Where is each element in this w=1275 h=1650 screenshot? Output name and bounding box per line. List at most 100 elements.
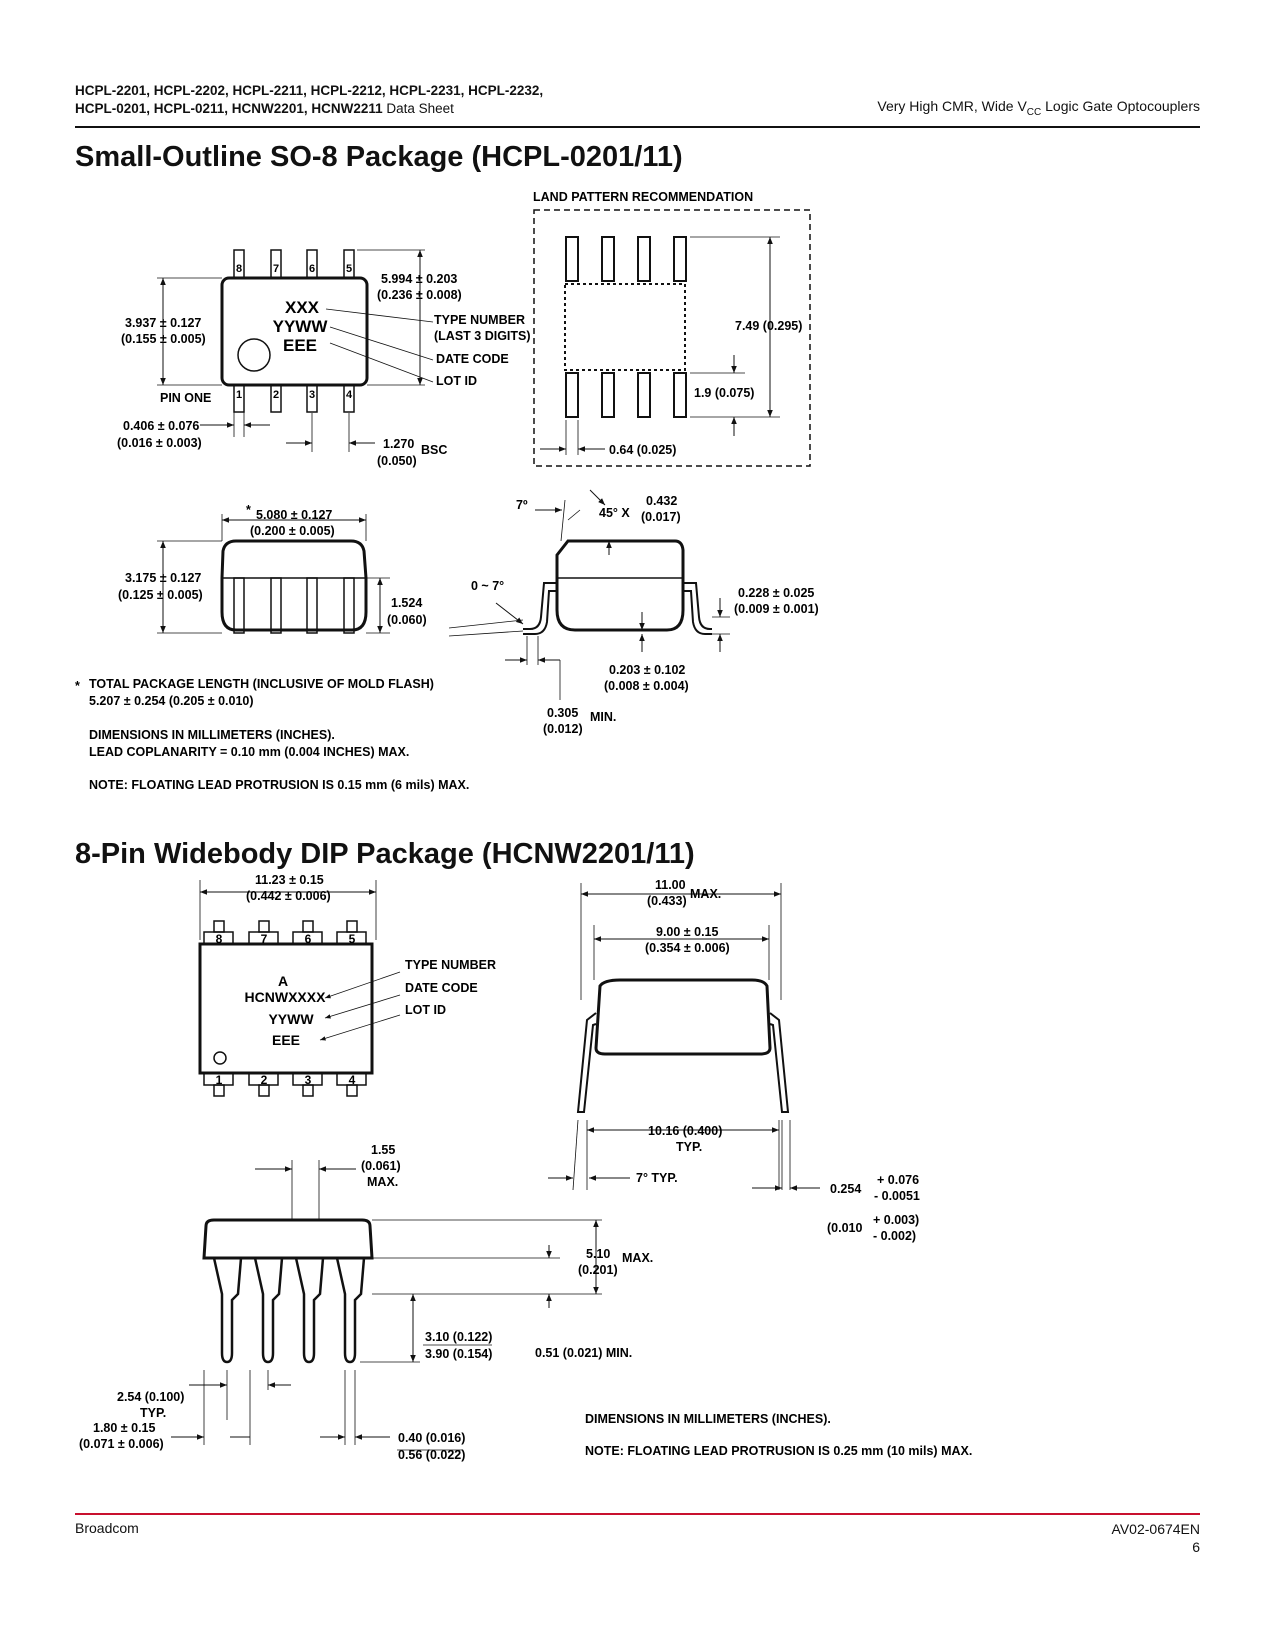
header-document-title: Very High CMR, Wide VCC Logic Gate Optoc… — [877, 98, 1200, 118]
note-star: * — [75, 679, 80, 693]
dim-text: 0.432 — [646, 494, 677, 508]
header-rule — [75, 126, 1200, 128]
dip-side-view — [171, 1160, 602, 1451]
dim-text: 1.270 — [383, 437, 414, 451]
note-line: NOTE: FLOATING LEAD PROTRUSION IS 0.25 m… — [585, 1444, 972, 1458]
note-line: NOTE: FLOATING LEAD PROTRUSION IS 0.15 m… — [89, 778, 469, 792]
dim-text: (0.061) — [361, 1159, 401, 1173]
footer-page-number: 6 — [1192, 1539, 1200, 1555]
so8-side-dims: * 5.080 ± 0.127 (0.200 ± 0.005) 3.175 ± … — [118, 503, 427, 627]
note-line: TOTAL PACKAGE LENGTH (INCLUSIVE OF MOLD … — [89, 677, 434, 691]
dip-pin-label: 5 — [349, 932, 356, 946]
pin-one-dot — [237, 338, 271, 372]
dim-text: 5.994 ± 0.203 — [381, 272, 457, 286]
dim-text: (0.016 ± 0.003) — [117, 436, 202, 450]
dim-text: 1.524 — [391, 596, 422, 610]
callout: (LAST 3 DIGITS) — [434, 329, 531, 343]
dim-text: MAX. — [690, 887, 721, 901]
so8-end-view — [448, 489, 730, 700]
footer-doc-info: AV02-0674EN 6 — [1112, 1520, 1200, 1556]
dip-top-dims: 11.23 ± 0.15 (0.442 ± 0.006) TYPE NUMBER… — [246, 873, 496, 1017]
dim-text: + 0.003) — [873, 1213, 919, 1227]
dim-text: 5.080 ± 0.127 — [256, 508, 332, 522]
so8-top-view — [157, 249, 434, 452]
dim-text: 0.56 (0.022) — [398, 1448, 465, 1462]
land-pad — [601, 372, 615, 418]
dim-text: 0.40 (0.016) — [398, 1431, 465, 1445]
so8-top-pin-labels: 8 7 6 5 1 2 3 4 — [236, 263, 353, 401]
dip-end-view — [548, 883, 820, 1191]
so8-end-dims: 7º 45° X 0.432 (0.017) 0 ~ 7° 0.228 ± 0.… — [471, 494, 819, 736]
dim-text: - 0.002) — [873, 1229, 916, 1243]
dim-text: 3.90 (0.154) — [425, 1347, 492, 1361]
marking-line: YYWW — [273, 317, 329, 336]
callout: TYPE NUMBER — [405, 958, 496, 972]
land-pattern-title: LAND PATTERN RECOMMENDATION — [533, 190, 753, 204]
dim-text: (0.236 ± 0.008) — [377, 288, 462, 302]
dim-text: 5.10 — [586, 1247, 610, 1261]
land-pad — [673, 372, 687, 418]
so8-pin-label: 4 — [346, 389, 353, 401]
dip-notes: DIMENSIONS IN MILLIMETERS (INCHES). NOTE… — [585, 1412, 972, 1458]
dim-text: (0.200 ± 0.005) — [250, 524, 335, 538]
dim-text: TYP. — [140, 1406, 166, 1420]
dim-text: 3.10 (0.122) — [425, 1330, 492, 1344]
dim-text: (0.010 — [827, 1221, 862, 1235]
header-parts-line1: HCPL-2201, HCPL-2202, HCPL-2211, HCPL-22… — [75, 83, 544, 98]
note-line: 5.207 ± 0.254 (0.205 ± 0.010) — [89, 694, 254, 708]
header-parts-line2: HCPL-0201, HCPL-0211, HCNW2201, HCNW2211 — [75, 101, 383, 116]
dip-marking: A HCNWXXXX YYWW EEE — [245, 973, 327, 1048]
dim-text: + 0.076 — [877, 1173, 919, 1187]
dim-text: 0.203 ± 0.102 — [609, 663, 685, 677]
dim-text: 7º — [516, 498, 528, 512]
dim-text: 0.51 (0.021) MIN. — [535, 1346, 632, 1360]
dim-text: 1.9 (0.075) — [694, 386, 754, 400]
dip-pin-label: 8 — [216, 932, 223, 946]
so8-pin-label: 8 — [236, 263, 242, 275]
so8-side-view — [157, 514, 390, 634]
header-title-text-end: Logic Gate Optocouplers — [1041, 98, 1200, 114]
dim-text: 0.64 (0.025) — [609, 443, 676, 457]
dim-text: MAX. — [622, 1251, 653, 1265]
so8-notes: * TOTAL PACKAGE LENGTH (INCLUSIVE OF MOL… — [75, 677, 469, 792]
dim-text: 11.23 ± 0.15 — [255, 873, 324, 887]
dim-text: 3.937 ± 0.127 — [125, 316, 201, 330]
dip-section-title: 8-Pin Widebody DIP Package (HCNW2201/11) — [75, 838, 695, 870]
land-pad — [565, 236, 579, 282]
so8-pin-label: 2 — [273, 389, 279, 401]
dim-text: 2.54 (0.100) — [117, 1390, 184, 1404]
header-title-subscript: CC — [1026, 106, 1042, 118]
dim-text: 0.228 ± 0.025 — [738, 586, 814, 600]
callout: TYPE NUMBER — [434, 313, 525, 327]
dim-text: 0 ~ 7° — [471, 579, 504, 593]
dim-text: - 0.0051 — [874, 1189, 920, 1203]
land-pad — [637, 372, 651, 418]
pin-one-dot — [213, 1051, 227, 1065]
dip-pin-label: 1 — [216, 1073, 223, 1087]
marking-line: EEE — [283, 336, 317, 355]
land-body-outline — [564, 283, 686, 371]
dim-text: (0.012) — [543, 722, 583, 736]
note-line: LEAD COPLANARITY = 0.10 mm (0.004 INCHES… — [89, 745, 409, 759]
dim-text: TYP. — [676, 1140, 702, 1154]
so8-top-dims: 5.994 ± 0.203 (0.236 ± 0.008) 3.937 ± 0.… — [117, 272, 531, 468]
marking-line: A — [278, 973, 288, 989]
dim-text: (0.201) — [578, 1263, 618, 1277]
dip-pin-label: 3 — [305, 1073, 312, 1087]
so8-pin-label: 6 — [309, 263, 315, 275]
land-pad — [637, 236, 651, 282]
dip-end-dims: 11.00 (0.433) MAX. 9.00 ± 0.15 (0.354 ± … — [636, 878, 920, 1243]
dim-text: 0.406 ± 0.076 — [123, 419, 199, 433]
callout: LOT ID — [436, 374, 477, 388]
dip-side-dims: 1.55 (0.061) MAX. 5.10 (0.201) MAX. 3.10… — [79, 1143, 653, 1462]
so8-pin-label: 3 — [309, 389, 315, 401]
callout: DATE CODE — [405, 981, 478, 995]
dim-text: 7° TYP. — [636, 1171, 678, 1185]
dim-text: (0.442 ± 0.006) — [246, 889, 331, 903]
dim-text: 7.49 (0.295) — [735, 319, 802, 333]
dim-text: (0.433) — [647, 894, 687, 908]
dim-text: (0.155 ± 0.005) — [121, 332, 206, 346]
so8-pin-label: 1 — [236, 389, 242, 401]
so8-pin-label: 5 — [346, 263, 352, 275]
so8-section-title: Small-Outline SO-8 Package (HCPL-0201/11… — [75, 141, 683, 173]
